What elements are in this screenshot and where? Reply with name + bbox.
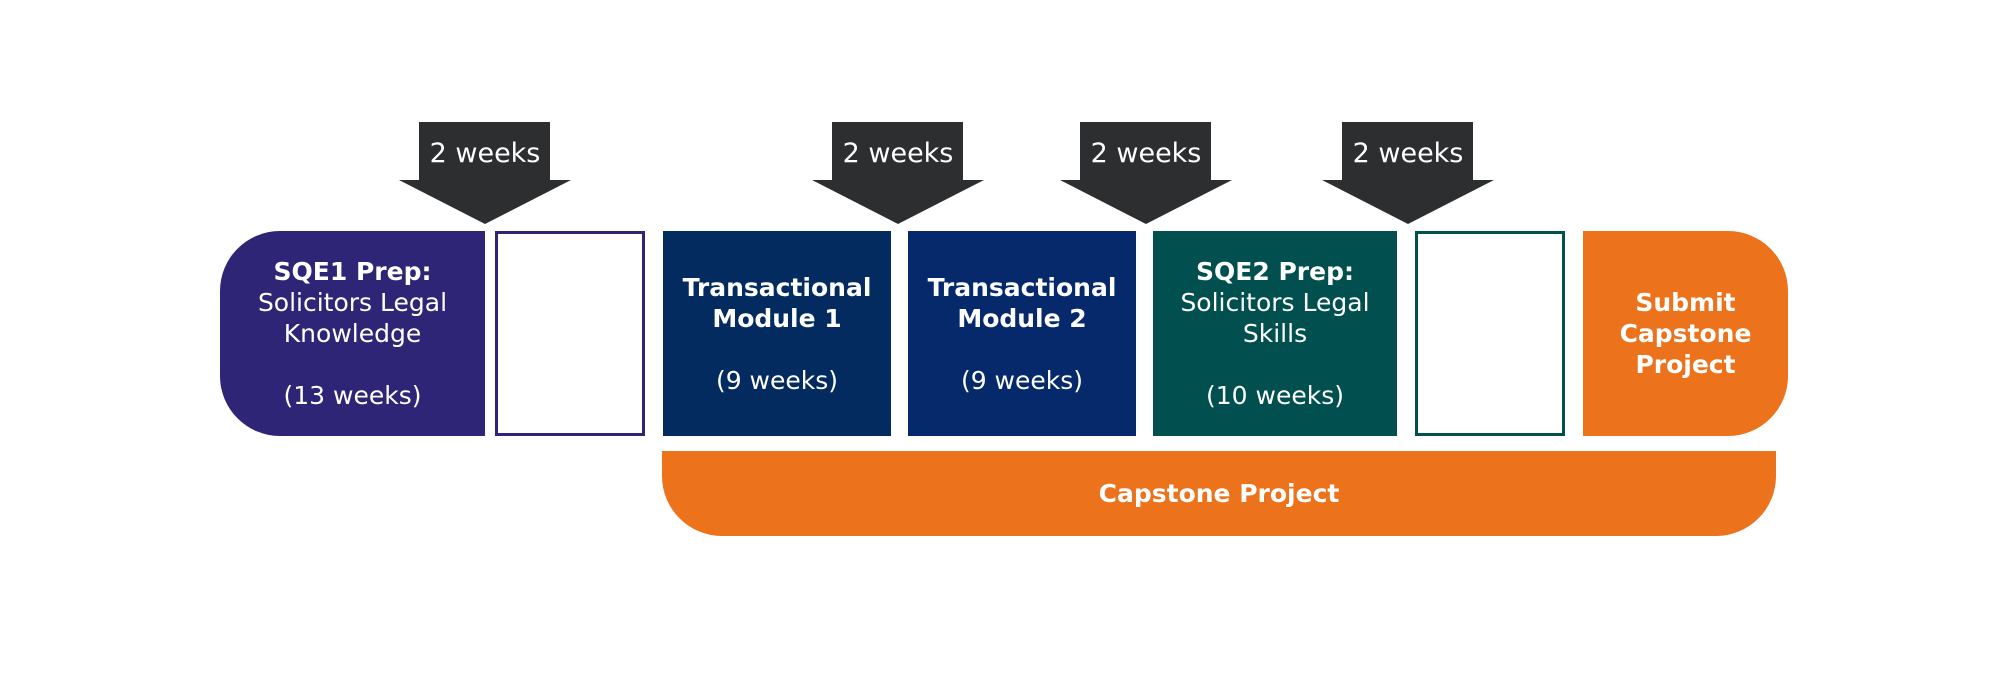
arrow-label: 2 weeks (842, 138, 954, 169)
gap-arrow-1: 2 weeks (399, 122, 571, 224)
stage-duration: (9 weeks) (960, 365, 1084, 395)
down-arrow-icon (399, 122, 571, 224)
stage-duration: (13 weeks) (283, 381, 422, 410)
stage-transactional-module-1: Transactional Module 1 (9 weeks) (663, 231, 891, 436)
gap-arrow-4: 2 weeks (1322, 122, 1494, 224)
stage-title: Submit (1635, 288, 1736, 317)
stage-title: Transactional (682, 272, 872, 302)
arrow-label: 2 weeks (429, 138, 541, 169)
down-arrow-icon (812, 122, 984, 224)
stage-title: Project (1635, 350, 1736, 379)
down-arrow-icon (1060, 122, 1232, 224)
stage-subtitle: Solicitors Legal (1180, 288, 1370, 317)
stage-title: SQE2 Prep: (1196, 257, 1354, 286)
down-arrow-icon (1322, 122, 1494, 224)
gap-arrow-2: 2 weeks (812, 122, 984, 224)
arrow-label: 2 weeks (1090, 138, 1202, 169)
stage-title: Module 1 (712, 303, 842, 333)
capstone-project-bar: Capstone Project (662, 451, 1776, 536)
stage-duration: (10 weeks) (1206, 381, 1344, 410)
stage-title: Transactional (927, 272, 1117, 302)
stage-subtitle: Skills (1242, 319, 1308, 348)
stage-submit-capstone: Submit Capstone Project (1583, 231, 1788, 436)
stage-title: Capstone (1619, 319, 1752, 348)
stage-subtitle: Solicitors Legal (257, 288, 448, 317)
gap-arrow-3: 2 weeks (1060, 122, 1232, 224)
gap-box-2 (1415, 231, 1565, 436)
stage-subtitle: Knowledge (283, 319, 422, 348)
stage-title: Module 2 (957, 303, 1087, 333)
stage-sqe1-prep: SQE1 Prep: Solicitors Legal Knowledge (1… (220, 231, 485, 436)
arrow-label: 2 weeks (1352, 138, 1464, 169)
stage-transactional-module-2: Transactional Module 2 (9 weeks) (908, 231, 1136, 436)
stage-sqe2-prep: SQE2 Prep: Solicitors Legal Skills (10 w… (1153, 231, 1397, 436)
gap-box-1 (495, 231, 645, 436)
stage-title: SQE1 Prep: (273, 257, 432, 286)
stage-duration: (9 weeks) (715, 365, 839, 395)
capstone-label: Capstone Project (1098, 479, 1340, 508)
